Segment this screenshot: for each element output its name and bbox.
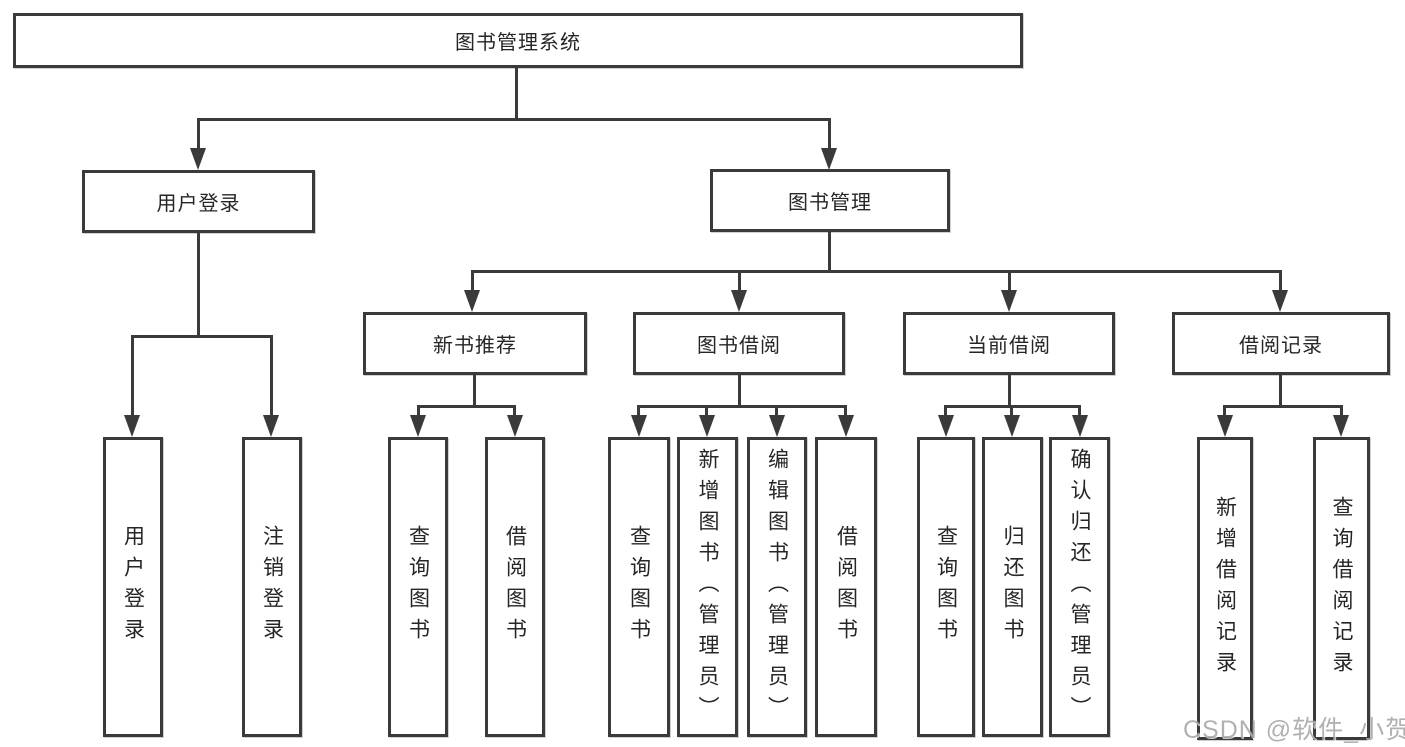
arrow-down-icon xyxy=(821,148,837,170)
connector-user-login-stem xyxy=(197,233,200,337)
arrow-down-icon xyxy=(507,415,523,437)
connector-root-bus xyxy=(197,118,831,121)
connector-root-stem xyxy=(515,68,518,120)
node-user-login: 用户登录 xyxy=(82,170,315,233)
connector-drop-book-borrow xyxy=(738,273,741,290)
arrow-down-icon xyxy=(1217,415,1233,437)
leaf-logout: 注销登录 xyxy=(242,437,302,737)
arrow-down-icon xyxy=(731,290,747,312)
node-current-borrowing: 当前借阅 xyxy=(903,312,1115,375)
arrow-down-icon xyxy=(838,415,854,437)
arrow-down-icon xyxy=(410,415,426,437)
arrow-down-icon xyxy=(1272,290,1288,312)
node-book-borrowing: 图书借阅 xyxy=(633,312,845,375)
connector-book-mgmt-stem xyxy=(828,232,831,272)
arrow-down-icon xyxy=(263,415,279,437)
arrow-down-icon xyxy=(699,415,715,437)
connector-drop-bb-add xyxy=(705,405,708,419)
csdn-watermark: CSDN @软件_小贺同学 xyxy=(1183,716,1405,744)
connector-drop-book-mgmt xyxy=(828,120,831,150)
connector-drop-bb-query xyxy=(637,405,640,419)
leaf-cb-confirm-return-admin: 确认归还（管理员） xyxy=(1049,437,1110,737)
leaf-cb-return-books: 归还图书 xyxy=(982,437,1043,737)
node-book-management: 图书管理 xyxy=(710,169,950,232)
leaf-br-add-record: 新增借阅记录 xyxy=(1197,437,1253,740)
connector-drop-cb-query xyxy=(944,405,947,419)
node-new-book-recommendation: 新书推荐 xyxy=(363,312,587,375)
leaf-br-query-record: 查询借阅记录 xyxy=(1313,437,1370,740)
connector-drop-new-book-rec xyxy=(471,273,474,290)
connector-drop-current-borrow xyxy=(1008,273,1011,290)
node-library-management-system: 图书管理系统 xyxy=(13,13,1023,68)
connector-new-book-rec-stem xyxy=(473,375,476,407)
node-borrowing-records: 借阅记录 xyxy=(1172,312,1390,375)
connector-drop-br-add xyxy=(1223,405,1226,419)
leaf-rec-query-books: 查询图书 xyxy=(388,437,448,737)
connector-drop-bb-borrow xyxy=(844,405,847,419)
arrow-down-icon xyxy=(938,415,954,437)
arrow-down-icon xyxy=(1001,290,1017,312)
connector-new-book-rec-bus xyxy=(417,405,516,408)
arrow-down-icon xyxy=(1072,415,1088,437)
connector-drop-br-query xyxy=(1340,405,1343,419)
connector-drop-leaf-user-login xyxy=(131,337,134,415)
connector-current-borrow-stem xyxy=(1008,375,1011,407)
arrow-down-icon xyxy=(1004,415,1020,437)
connector-drop-bb-edit xyxy=(775,405,778,419)
leaf-cb-query-books: 查询图书 xyxy=(917,437,975,737)
connector-borrow-records-stem xyxy=(1279,375,1282,407)
arrow-down-icon xyxy=(124,415,140,437)
leaf-bb-add-books-admin: 新增图书（管理员） xyxy=(677,437,738,737)
connector-book-borrow-stem xyxy=(738,375,741,407)
leaf-rec-borrow-books: 借阅图书 xyxy=(485,437,545,737)
connector-user-login-bus xyxy=(131,335,273,338)
arrow-down-icon xyxy=(190,148,206,170)
leaf-bb-borrow-books: 借阅图书 xyxy=(815,437,877,737)
connector-borrow-records-bus xyxy=(1223,405,1343,408)
arrow-down-icon xyxy=(464,290,480,312)
connector-drop-borrow-records xyxy=(1279,273,1282,290)
arrow-down-icon xyxy=(631,415,647,437)
connector-drop-user-login xyxy=(197,120,200,150)
connector-drop-cb-confirm xyxy=(1078,405,1081,419)
leaf-user-login: 用户登录 xyxy=(103,437,163,737)
leaf-bb-query-books: 查询图书 xyxy=(608,437,670,737)
connector-book-borrow-bus xyxy=(637,405,847,408)
leaf-bb-edit-books-admin: 编辑图书（管理员） xyxy=(747,437,807,737)
connector-drop-leaf-logout xyxy=(270,337,273,415)
arrow-down-icon xyxy=(769,415,785,437)
arrow-down-icon xyxy=(1333,415,1349,437)
connector-drop-cb-return xyxy=(1010,405,1013,419)
connector-book-mgmt-bus xyxy=(471,270,1282,273)
connector-drop-rec-query xyxy=(417,405,420,419)
connector-drop-rec-borrow xyxy=(513,405,516,419)
